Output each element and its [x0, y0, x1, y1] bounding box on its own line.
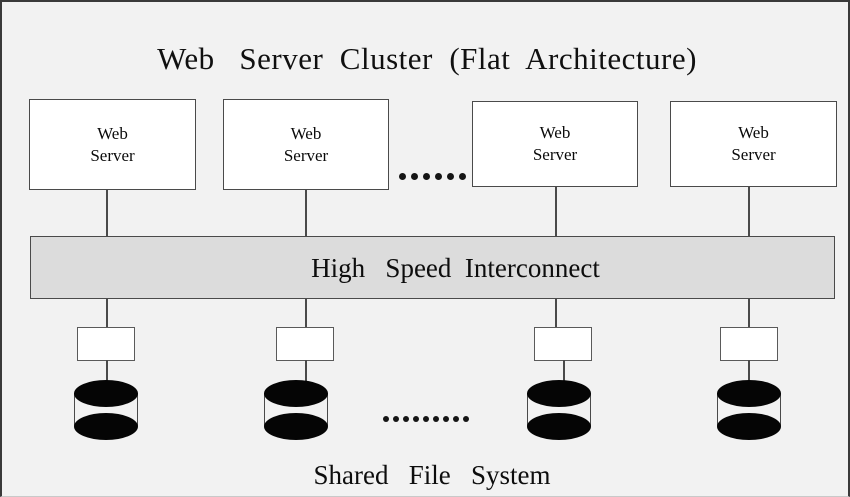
- connector-adapter-3: [555, 298, 557, 328]
- connector-adapter-1: [106, 298, 108, 328]
- disk-top-cap: [527, 380, 591, 407]
- disk-icon-3[interactable]: [527, 380, 591, 442]
- connector-adapter-2: [305, 298, 307, 328]
- storage-adapter-box-1[interactable]: [77, 327, 135, 361]
- ellipsis-dot: [411, 173, 418, 180]
- disk-top-cap: [264, 380, 328, 407]
- disk-bottom-cap: [74, 413, 138, 440]
- connector-server-3: [555, 187, 557, 237]
- web-server-box-3-line2: Server: [532, 145, 578, 164]
- disk-bottom-cap: [264, 413, 328, 440]
- disk-icon-4[interactable]: [717, 380, 781, 442]
- ellipsis-dot: [383, 416, 389, 422]
- high-speed-interconnect-bar[interactable]: High Speed Interconnect: [30, 236, 835, 299]
- connector-server-1: [106, 190, 108, 237]
- disk-top-cap: [717, 380, 781, 407]
- web-server-box-2-line1: Web: [290, 123, 322, 143]
- connector-adapter-4: [748, 298, 750, 328]
- ellipsis-dot: [433, 416, 439, 422]
- disk-bottom-cap: [717, 413, 781, 440]
- web-server-box-2-line2: Server: [283, 145, 329, 165]
- disk-icon-1[interactable]: [74, 380, 138, 442]
- web-server-box-1-line1: Web: [97, 123, 128, 143]
- page-title: Web Server Cluster (Flat Architecture): [157, 41, 697, 76]
- connector-disk-2: [305, 360, 307, 388]
- ellipsis-dot: [435, 173, 442, 180]
- storage-adapter-box-4[interactable]: [720, 327, 778, 361]
- web-server-box-1[interactable]: Web Server: [29, 99, 196, 190]
- ellipsis-dot: [399, 173, 406, 180]
- ellipsis-dot: [423, 173, 430, 180]
- web-server-box-3-line1: Web: [539, 123, 571, 142]
- connector-server-2: [305, 190, 307, 237]
- web-server-box-3[interactable]: Web Server: [472, 101, 638, 187]
- connector-disk-1: [106, 360, 108, 388]
- ellipsis-dot: [463, 416, 469, 422]
- ellipsis-dot: [453, 416, 459, 422]
- ellipsis-dot: [459, 173, 466, 180]
- connector-disk-3: [563, 360, 565, 388]
- disk-top-cap: [74, 380, 138, 407]
- interconnect-label: High Speed Interconnect: [311, 253, 600, 283]
- web-server-box-4-line1: Web: [738, 123, 769, 142]
- ellipsis-dot: [403, 416, 409, 422]
- web-server-box-4[interactable]: Web Server: [670, 101, 837, 187]
- web-server-box-2[interactable]: Web Server: [223, 99, 389, 190]
- ellipsis-dot: [447, 173, 454, 180]
- storage-adapter-box-2[interactable]: [276, 327, 334, 361]
- shared-file-system-label: Shared File System: [313, 460, 551, 490]
- ellipsis-dot: [423, 416, 429, 422]
- storage-adapter-box-3[interactable]: [534, 327, 592, 361]
- ellipsis-servers: [399, 173, 471, 180]
- connector-disk-4: [748, 360, 750, 388]
- ellipsis-disks: [383, 416, 473, 422]
- disk-bottom-cap: [527, 413, 591, 440]
- web-server-box-1-line2: Server: [90, 145, 135, 165]
- ellipsis-dot: [393, 416, 399, 422]
- ellipsis-dot: [413, 416, 419, 422]
- ellipsis-dot: [443, 416, 449, 422]
- disk-icon-2[interactable]: [264, 380, 328, 442]
- connector-server-4: [748, 187, 750, 237]
- web-server-box-4-line2: Server: [731, 145, 776, 164]
